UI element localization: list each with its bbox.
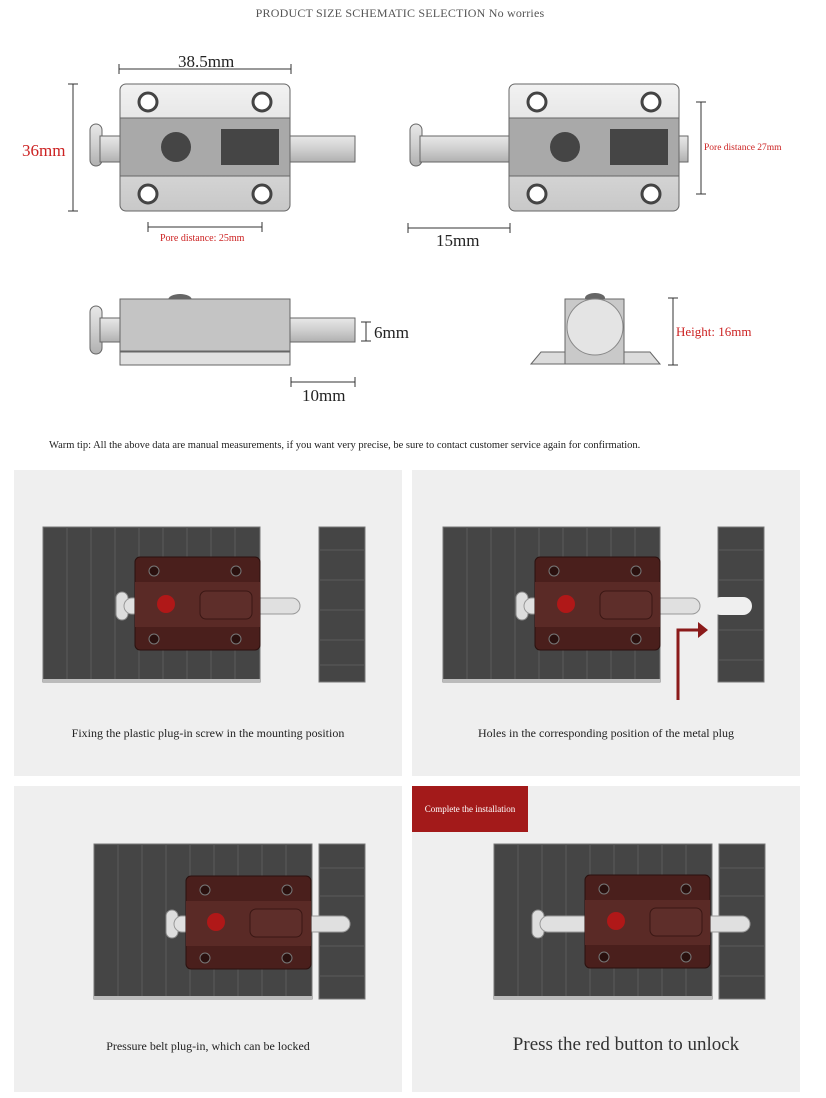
dim-height-16: Height: 16mm <box>676 324 752 339</box>
step-panel-3: Pressure belt plug-in, which can be lock… <box>14 786 402 1092</box>
step-4-illustration <box>493 843 766 1000</box>
dim-pore-distance-25: Pore distance: 25mm <box>160 233 245 244</box>
complete-installation-badge: Complete the installation <box>412 786 528 832</box>
latch-end-view <box>529 293 662 365</box>
step-panel-1: Fixing the plastic plug-in screw in the … <box>14 470 402 776</box>
dimension-schematic <box>68 64 706 387</box>
step-3-illustration <box>93 843 366 1000</box>
latch-side-view <box>89 294 356 366</box>
step-panel-4: Complete the installation Press the red … <box>412 786 800 1092</box>
step-2-caption: Holes in the corresponding position of t… <box>478 726 734 740</box>
step-panel-2: Holes in the corresponding position of t… <box>412 470 800 776</box>
dim-pore-distance-27: Pore distance 27mm <box>704 143 782 153</box>
dim-extend-15: 15mm <box>436 231 480 250</box>
step-3-caption: Pressure belt plug-in, which can be lock… <box>106 1039 310 1053</box>
dim-height: 36mm <box>22 141 66 160</box>
step-1-illustration <box>42 526 366 683</box>
step-4-caption: Press the red button to unlock <box>512 1034 740 1055</box>
latch-front-view-left <box>89 83 356 212</box>
page-title: PRODUCT SIZE SCHEMATIC SELECTION No worr… <box>255 6 545 20</box>
warm-tip: Warm tip: All the above data are manual … <box>49 440 641 451</box>
dim-bolt-extend-10: 10mm <box>302 386 346 405</box>
latch-front-view-right <box>409 83 689 212</box>
dim-width: 38.5mm <box>178 52 235 71</box>
step-2-illustration <box>442 526 765 700</box>
step-1-caption: Fixing the plastic plug-in screw in the … <box>71 726 345 740</box>
dim-bolt-6: 6mm <box>374 323 409 342</box>
